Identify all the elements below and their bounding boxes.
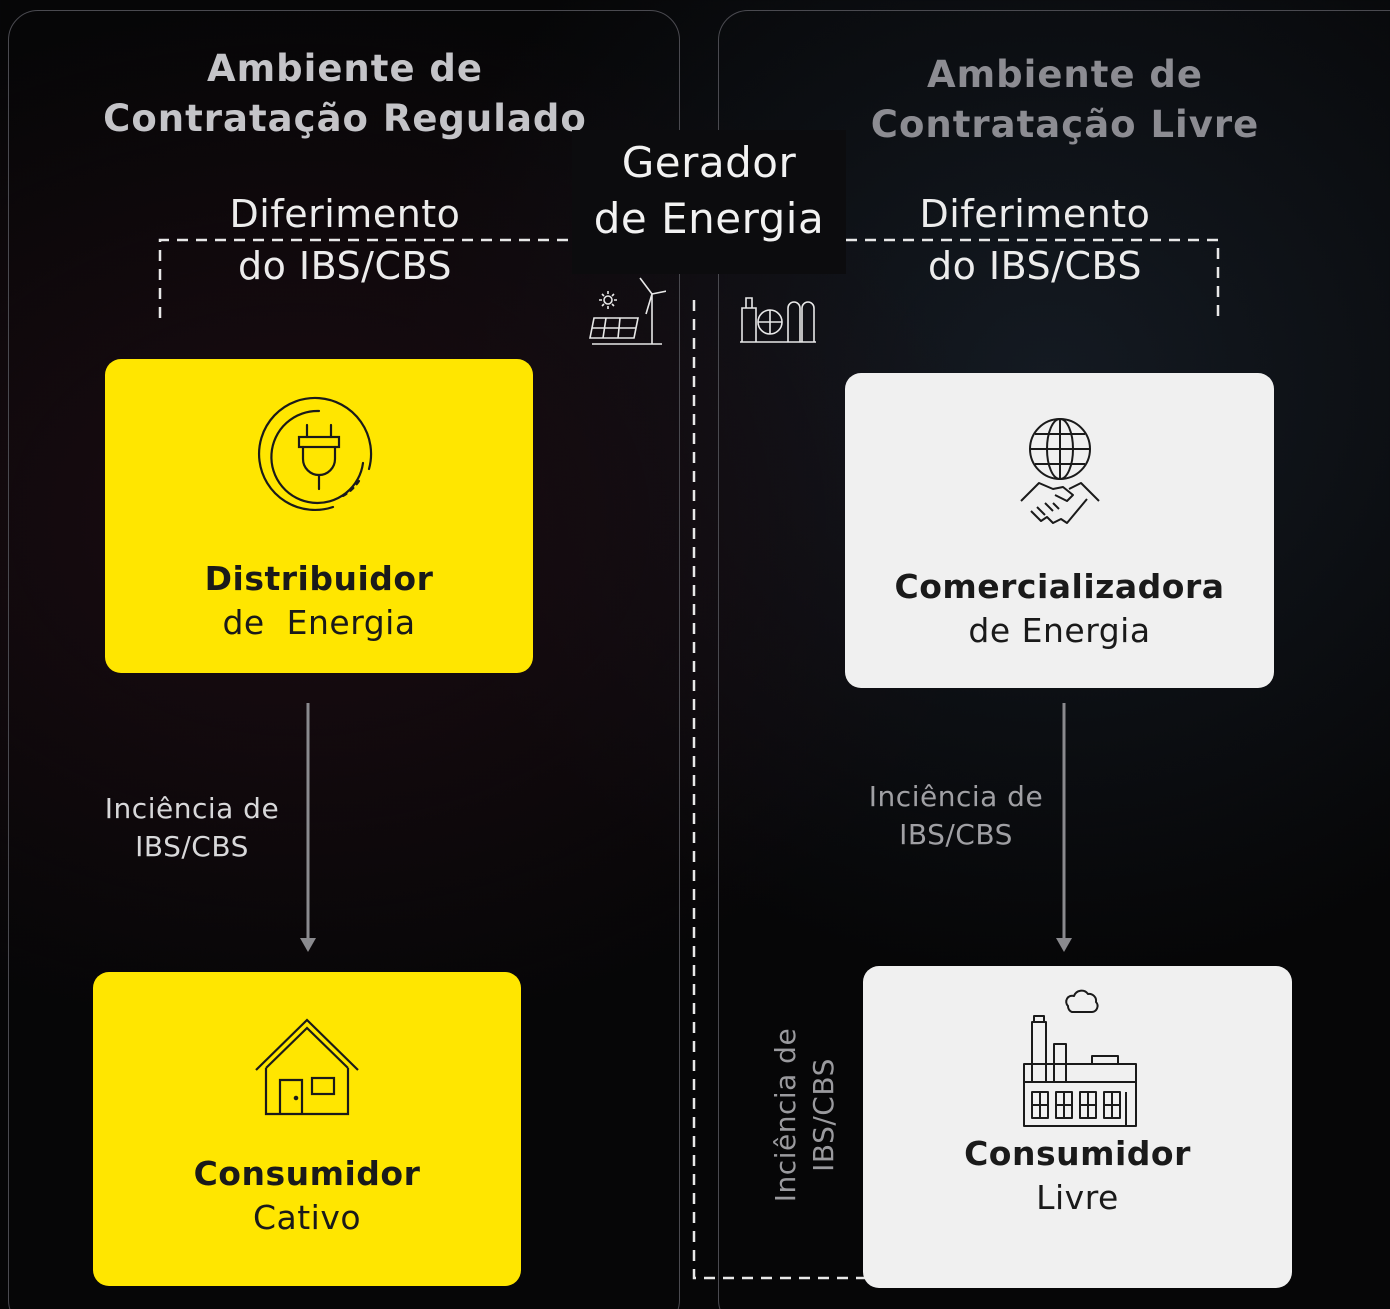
free-consumer-card[interactable]: Consumidor Livre xyxy=(863,966,1292,1288)
incidence-label-regulated: Inciência de IBS/CBS xyxy=(104,792,280,863)
arrowhead-right xyxy=(1056,938,1072,952)
power-plant-icon xyxy=(740,297,816,343)
regulated-panel xyxy=(8,10,680,1309)
globe-handshake-icon xyxy=(1019,418,1100,524)
captive-consumer-card[interactable]: Consumidor Cativo xyxy=(93,972,521,1286)
distributor-name: Distribuidor xyxy=(204,559,434,598)
deferral-bracket-right xyxy=(846,238,1220,318)
deferral-label-free: Diferimento do IBS/CBS xyxy=(919,192,1151,288)
trader-sub: de Energia xyxy=(968,611,1151,650)
incidence-label-generator-vertical: Inciência de IBS/CBS xyxy=(769,1027,840,1203)
solar-wind-icon xyxy=(589,277,666,345)
arrowhead-left xyxy=(300,938,316,952)
free-consumer-name: Consumidor xyxy=(964,1134,1191,1173)
free-title: Ambiente de Contratação Livre xyxy=(870,53,1260,146)
captive-consumer-name: Consumidor xyxy=(193,1154,421,1193)
distributor-sub: de Energia xyxy=(222,603,416,642)
plug-icon xyxy=(257,396,373,512)
incidence-label-free: Inciência de IBS/CBS xyxy=(868,780,1044,851)
factory-icon xyxy=(1022,989,1137,1127)
house-icon xyxy=(255,1018,359,1116)
free-consumer-sub: Livre xyxy=(1036,1178,1119,1217)
generator-box: Gerador de Energia xyxy=(572,130,846,274)
captive-consumer-sub: Cativo xyxy=(252,1198,362,1237)
deferral-label-regulated: Diferimento do IBS/CBS xyxy=(229,192,461,288)
trader-card[interactable]: Comercializadora de Energia xyxy=(845,373,1274,688)
trader-name: Comercializadora xyxy=(894,567,1225,606)
deferral-bracket-left xyxy=(158,238,572,318)
free-panel xyxy=(718,10,1390,1309)
distributor-card[interactable]: Distribuidor de Energia xyxy=(105,359,533,673)
regulated-title: Ambiente de Contratação Regulado xyxy=(103,47,587,140)
